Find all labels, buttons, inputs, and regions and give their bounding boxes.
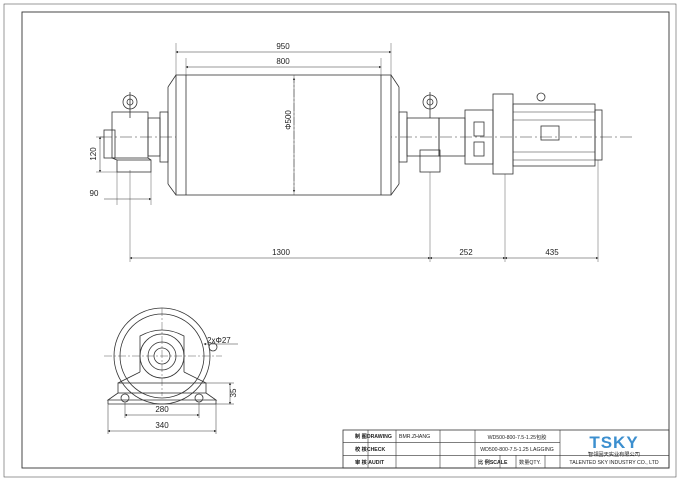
audit-label: 审 核 AUDIT (355, 458, 385, 466)
dim-shell-width: 950 (276, 42, 290, 51)
dim-coupling-length: 252 (459, 248, 473, 257)
left-bearing-block (103, 92, 161, 173)
dim-bearing-height: 120 (89, 147, 98, 161)
dim-bearing-width: 90 (90, 189, 99, 198)
drawn-name: BMR.ZHANG (399, 434, 430, 440)
dim-base-width: 340 (155, 421, 169, 430)
dim-foot-height: 35 (229, 388, 238, 397)
dim-drive-length: 435 (545, 248, 559, 257)
company-logo: TSKY (589, 433, 638, 452)
drawn-label: 制 图DRAWING (355, 432, 392, 440)
dim-diameter: Φ500 (284, 110, 293, 130)
left-bolt-hole (120, 393, 130, 403)
qty-label: 数量QTY. (519, 458, 541, 466)
part-number-cn: WD500-800-7.5-1.25包胶 (488, 433, 547, 441)
base-plate (117, 382, 207, 394)
dim-hole-spacing: 280 (155, 405, 169, 414)
dim-face-width: 800 (276, 57, 290, 66)
dim-bolt-holes: 2xΦ27 (207, 336, 231, 345)
company-name-cn: 智领固天实业有限公司 (588, 450, 640, 458)
company-name-en: TALENTED SKY INDUSTRY CO., LTD (569, 460, 658, 466)
bearing-housing (139, 329, 185, 372)
dim-center-span: 1300 (272, 248, 290, 257)
title-block (342, 429, 670, 469)
check-label: 校 核CHECK (355, 445, 386, 453)
outer-border (3, 3, 677, 478)
right-bearing-block (406, 92, 494, 173)
end-view-dimension-lines (107, 342, 238, 434)
end-view (104, 307, 238, 434)
drum-shell (159, 74, 408, 196)
part-number-en: WD500-800-7.5-1.25 LAGGING (480, 447, 554, 453)
side-view (96, 43, 632, 262)
dimension-lines (98, 50, 599, 260)
motor (492, 92, 603, 175)
scale-label: 比 例SCALE (478, 458, 508, 466)
right-bolt-hole (194, 393, 204, 403)
